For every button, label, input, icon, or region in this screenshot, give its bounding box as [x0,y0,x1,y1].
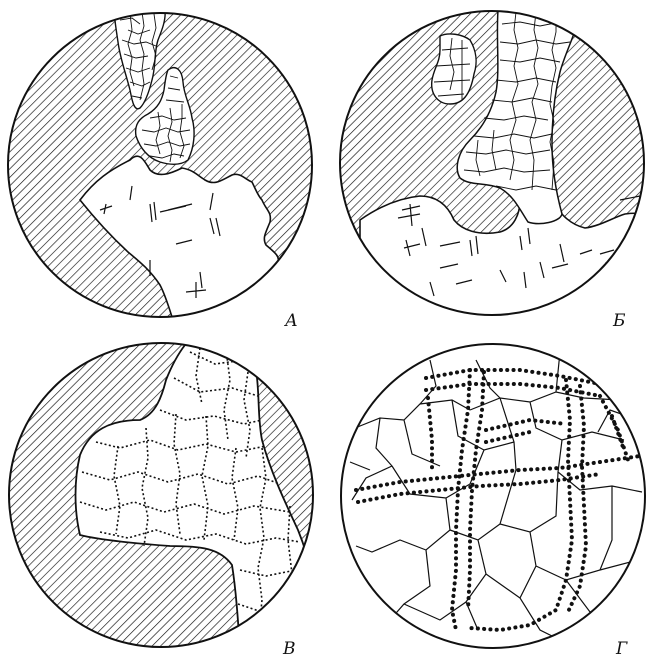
panel-a: А [0,0,330,340]
panel-b: Б [330,0,654,331]
panel-v: В [0,330,330,657]
panel-label-b: Б [612,311,626,331]
panel-label-g: Г [615,639,628,657]
panel-label-a: А [284,311,298,331]
panel-g: Г [340,340,650,657]
panel-label-v: В [282,639,296,657]
